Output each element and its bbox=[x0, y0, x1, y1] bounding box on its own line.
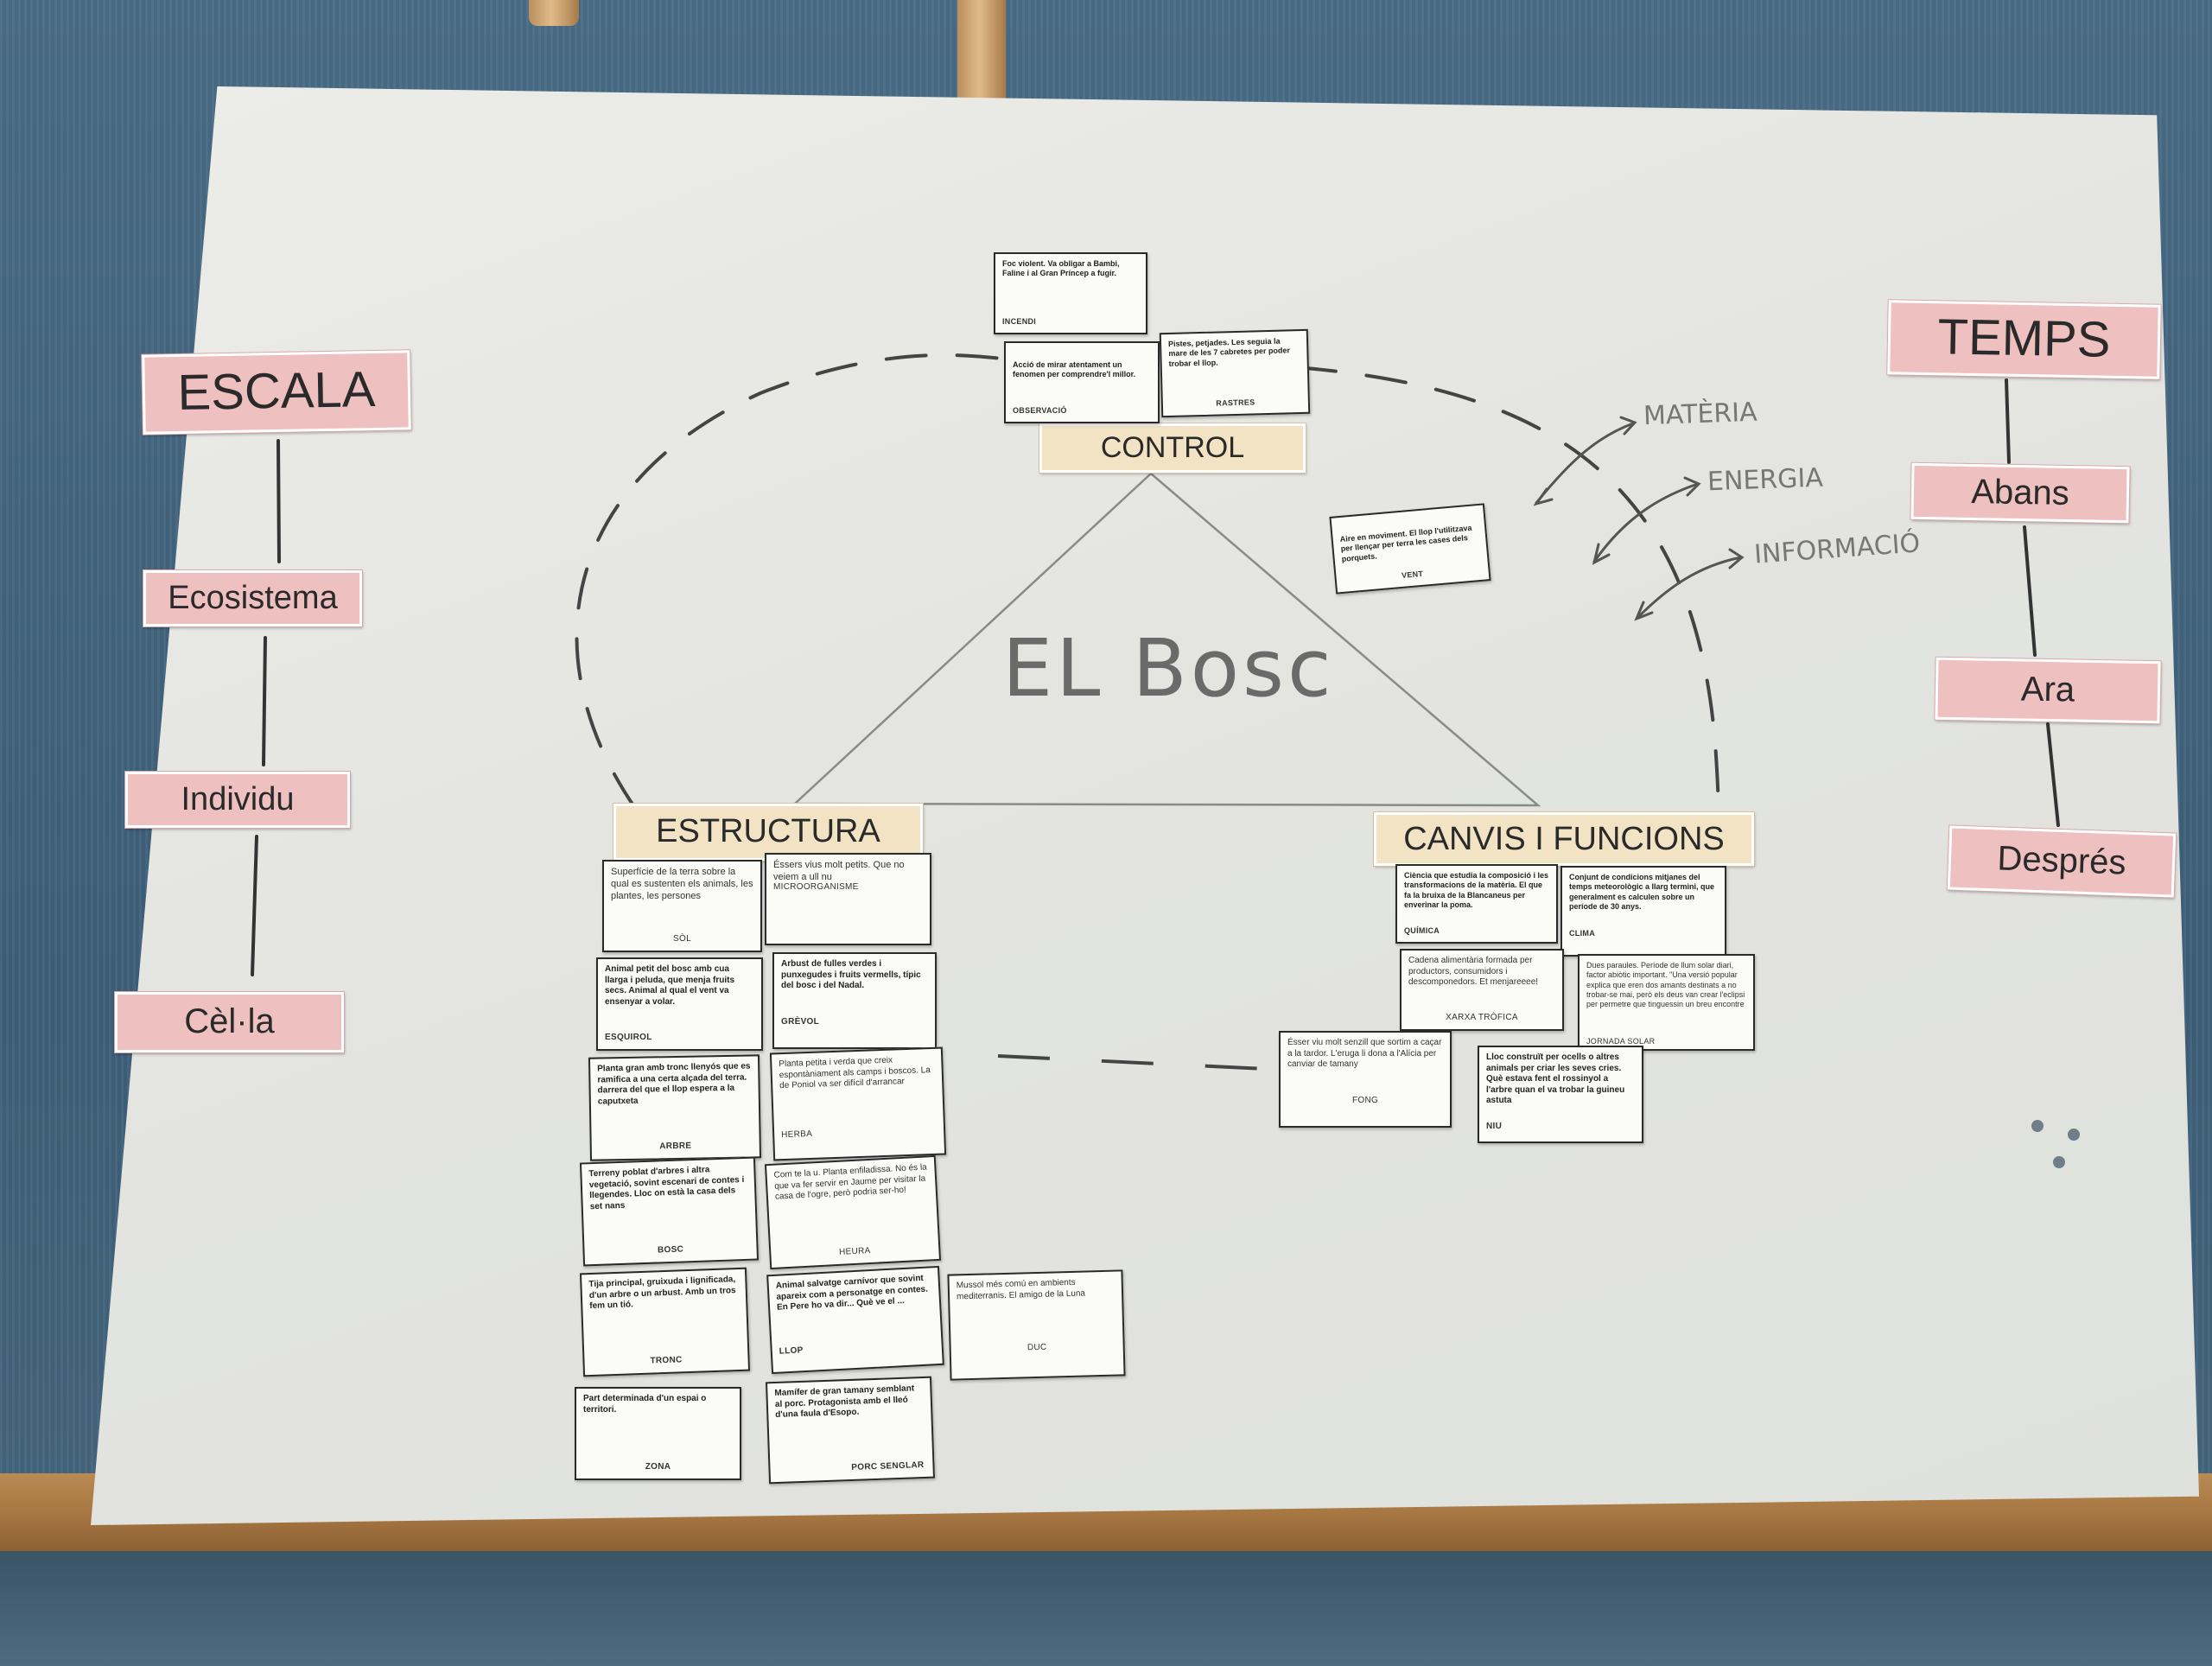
escala-title: ESCALA bbox=[142, 350, 411, 435]
flow-label-materia: MATÈRIA bbox=[1643, 397, 1758, 432]
card-fong: Ésser viu molt senzill que sortim a caça… bbox=[1279, 1031, 1452, 1128]
dashed-bottom-line bbox=[997, 1054, 1284, 1071]
header-canvis-i-funcions: CANVIS I FUNCIONS bbox=[1374, 812, 1754, 866]
center-title: EL Bosc bbox=[1002, 622, 1335, 715]
temps-ara: Ara bbox=[1935, 657, 2161, 724]
card-rastres: Pistes, petjades. Les seguia la mare de … bbox=[1159, 328, 1311, 418]
flow-arrows bbox=[1533, 416, 1745, 621]
card-tronc: Tija principal, gruixuda i lignificada, … bbox=[579, 1267, 751, 1377]
card-quimica: Ciència que estudia la composició i les … bbox=[1395, 864, 1558, 944]
card-niu: Lloc construït per ocells o altres anima… bbox=[1478, 1046, 1643, 1143]
card-observacio: Acció de mirar atentament un fenomen per… bbox=[1004, 341, 1160, 423]
card-herba: Planta petita i verda que creix espontàn… bbox=[769, 1046, 947, 1161]
escala-individu: Individu bbox=[125, 772, 350, 828]
card-clima: Conjunt de condicions mitjanes del temps… bbox=[1560, 866, 1726, 957]
temps-despres: Després bbox=[1947, 825, 2177, 898]
central-triangle bbox=[791, 472, 1541, 807]
header-control: CONTROL bbox=[1039, 423, 1306, 473]
card-grevol: Arbust de fulles verdes i punxegudes i f… bbox=[772, 952, 937, 1049]
magnets bbox=[2031, 1120, 2080, 1168]
card-zona: Part determinada d'un espai o territori.… bbox=[575, 1387, 741, 1480]
card-heura: Com te la u. Planta enfiladissa. No és l… bbox=[764, 1154, 942, 1270]
card-llop: Animal salvatge carnívor que sovint apar… bbox=[766, 1265, 944, 1375]
floor-under-table bbox=[0, 1551, 2212, 1666]
header-estructura: ESTRUCTURA bbox=[613, 804, 923, 861]
stool-leg bbox=[529, 0, 579, 26]
card-microorganisme: Éssers vius molt petits. Que no veiem a … bbox=[765, 853, 931, 945]
card-duc: Mussol més comú en ambients mediterranis… bbox=[947, 1269, 1126, 1381]
flow-label-energia: ENERGIA bbox=[1707, 462, 1824, 498]
card-esquirol: Animal petit del bosc amb cua llarga i p… bbox=[596, 957, 763, 1051]
card-jornada-solar: Dues paraules. Període de llum solar dia… bbox=[1578, 954, 1755, 1051]
card-incendi: Foc violent. Va obligar a Bambi, Faline … bbox=[994, 252, 1147, 334]
temps-title: TEMPS bbox=[1887, 300, 2161, 379]
card-sol: Superfície de la terra sobre la qual es … bbox=[602, 860, 762, 952]
card-xarxa-trofica: Cadena alimentària formada per productor… bbox=[1400, 949, 1564, 1031]
temps-timeline bbox=[2005, 378, 2060, 827]
card-bosc: Terreny poblat d'arbres i altra vegetaci… bbox=[579, 1156, 760, 1267]
card-vent: Aire en moviment. El llop l'utilitzava p… bbox=[1329, 503, 1491, 595]
escala-timeline bbox=[251, 439, 281, 976]
escala-ecosistema: Ecosistema bbox=[143, 570, 362, 626]
card-arbre: Planta gran amb tronc llenyós que es ram… bbox=[588, 1054, 762, 1161]
escala-cella: Cèl·la bbox=[115, 992, 344, 1052]
temps-abans: Abans bbox=[1910, 462, 2130, 524]
card-porc-senglar: Mamífer de gran tamany semblant al porc.… bbox=[765, 1376, 936, 1485]
